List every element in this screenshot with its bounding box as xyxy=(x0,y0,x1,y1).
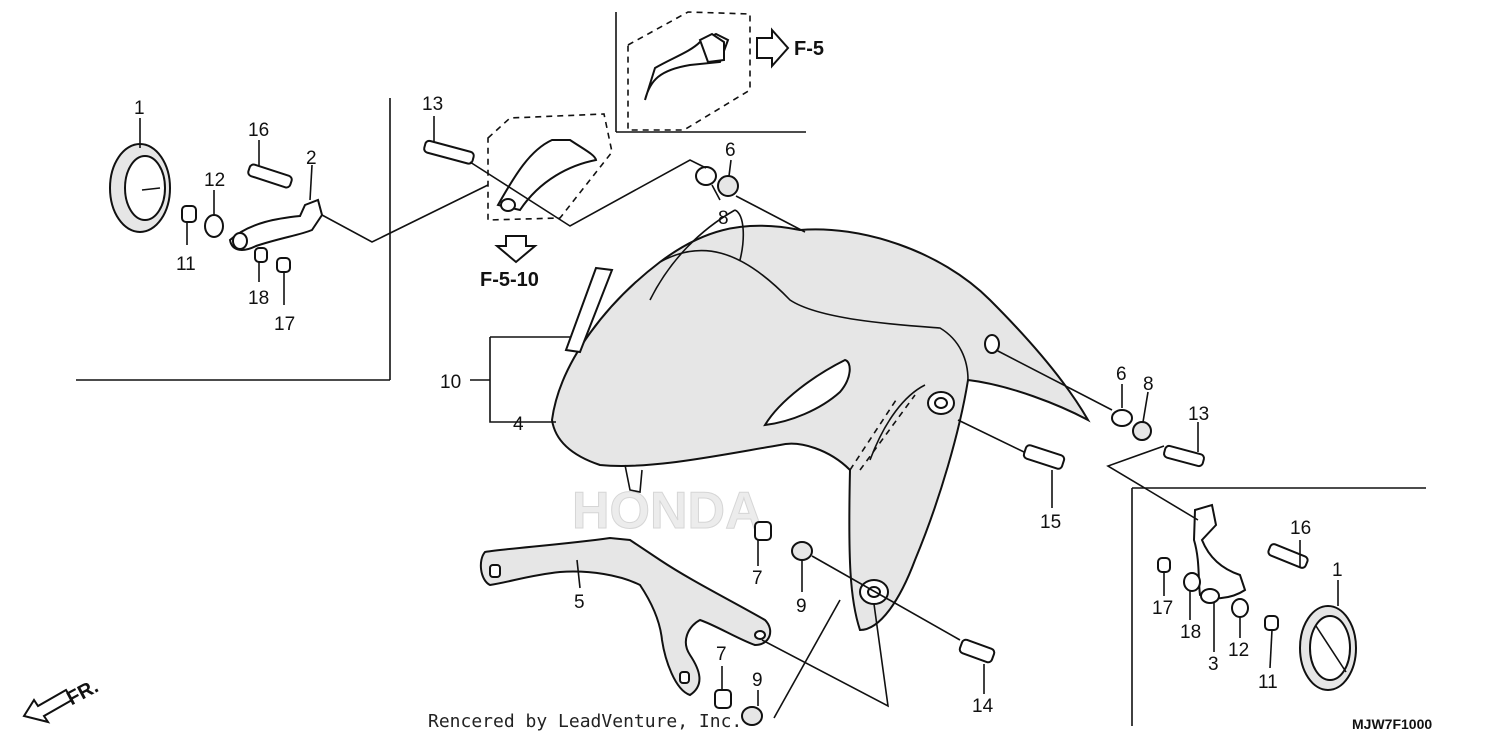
callout-12-left: 12 xyxy=(204,170,225,191)
callout-17-right: 17 xyxy=(1152,598,1173,619)
callout-1-left: 1 xyxy=(134,98,145,119)
front-label: FR. xyxy=(63,676,102,711)
left-inset-frame xyxy=(76,98,391,381)
callout-12-right: 12 xyxy=(1228,640,1249,661)
callout-5: 5 xyxy=(574,592,585,613)
bolt-15 xyxy=(1022,444,1066,470)
callout-numbers: 1 16 2 12 11 18 17 13 6 8 10 4 6 8 13 15… xyxy=(134,94,1343,717)
callout-11-right: 11 xyxy=(1258,672,1278,693)
callout-1-right: 1 xyxy=(1332,560,1343,581)
callout-4: 4 xyxy=(513,414,524,435)
callout-3: 3 xyxy=(1208,654,1219,675)
fender-emblem-strip xyxy=(564,266,614,354)
upper-bracket-inset xyxy=(487,113,613,221)
callout-14: 14 xyxy=(972,696,994,717)
callout-18-left: 18 xyxy=(248,288,269,309)
render-credit: Rencered by LeadVenture, Inc. xyxy=(428,711,743,732)
upper-clip-inset xyxy=(627,11,751,131)
callout-16-left: 16 xyxy=(248,120,269,141)
callout-11-left: 11 xyxy=(176,254,196,275)
callout-10: 10 xyxy=(440,372,461,393)
callout-9-low: 9 xyxy=(752,670,763,691)
callout-6-right: 6 xyxy=(1116,364,1127,385)
callout-7-mid: 7 xyxy=(752,568,763,589)
callout-7-low: 7 xyxy=(716,644,727,665)
diagram-code: MJW7F1000 xyxy=(1352,716,1433,732)
callout-13-right: 13 xyxy=(1188,404,1209,425)
top-inset-frame xyxy=(615,12,806,133)
front-direction-arrow: FR. xyxy=(22,676,102,724)
callout-17-left: 17 xyxy=(274,314,295,335)
ref-arrow-f510 xyxy=(494,235,538,264)
callout-15: 15 xyxy=(1040,512,1061,533)
right-washers xyxy=(1111,409,1205,468)
bolt-13-top xyxy=(423,139,475,165)
right-inset-frame xyxy=(1131,487,1426,726)
left-reflector-group xyxy=(109,143,324,273)
callout-8-right: 8 xyxy=(1143,374,1154,395)
collar-7-mid xyxy=(754,521,813,561)
collar-washer-top xyxy=(695,166,739,197)
callout-2: 2 xyxy=(306,148,317,169)
callout-13-top: 13 xyxy=(422,94,443,115)
bolt-14 xyxy=(958,638,996,664)
honda-watermark: HONDA xyxy=(572,482,763,540)
right-reflector-group xyxy=(1157,503,1357,691)
ref-arrow-f5 xyxy=(756,27,790,69)
leader-lines xyxy=(139,116,1339,719)
reference-f5-10: F-5-10 xyxy=(480,269,539,291)
collar-7-low xyxy=(714,689,763,726)
callout-8-top: 8 xyxy=(718,208,729,229)
reference-f5: F-5 xyxy=(794,38,824,60)
callout-16-right: 16 xyxy=(1290,518,1311,539)
callout-9-mid: 9 xyxy=(796,596,807,617)
callout-6-top: 6 xyxy=(725,140,736,161)
callout-18-right: 18 xyxy=(1180,622,1201,643)
fender-stay-bracket xyxy=(479,536,772,697)
